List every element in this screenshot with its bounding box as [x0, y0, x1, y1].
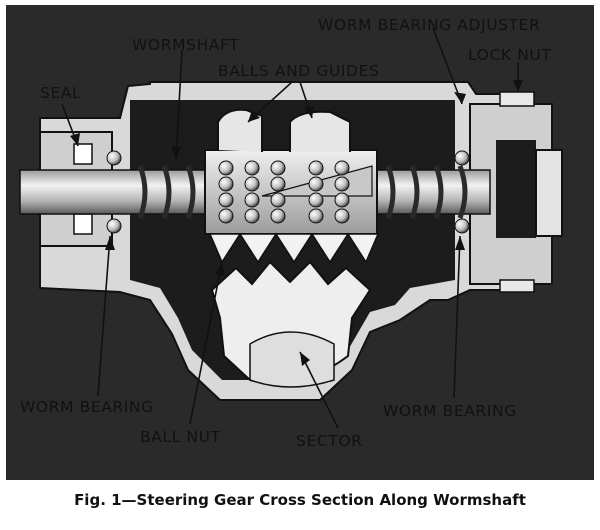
- ball-nut-balls: [218, 160, 350, 224]
- ball: [270, 176, 286, 192]
- ball-guide-right: [289, 110, 351, 152]
- figure-caption: Fig. 1—Steering Gear Cross Section Along…: [74, 491, 526, 509]
- seal: [73, 143, 93, 165]
- leader-arrowheads: [70, 80, 523, 366]
- ball: [244, 176, 260, 192]
- ball: [334, 176, 350, 192]
- seal-lower: [73, 213, 93, 235]
- ball: [244, 192, 260, 208]
- ball: [218, 160, 234, 176]
- label-seal: SEAL: [40, 84, 82, 102]
- label-wormshaft: WORMSHAFT: [132, 36, 240, 54]
- sector-shaft: [249, 331, 335, 388]
- label-worm-bearing-right: WORM BEARING: [383, 402, 517, 420]
- ball: [270, 160, 286, 176]
- ball: [244, 160, 260, 176]
- ball-nut-teeth: [208, 232, 380, 264]
- worm-threads: [137, 165, 468, 219]
- ball: [218, 192, 234, 208]
- ball: [334, 160, 350, 176]
- ball: [244, 208, 260, 224]
- lock-nut-lower: [499, 279, 535, 293]
- label-balls-and-guides: BALLS AND GUIDES: [218, 62, 380, 80]
- label-worm-bearing-adjuster: WORM BEARING ADJUSTER: [318, 16, 541, 34]
- ball: [308, 208, 324, 224]
- label-worm-bearing-left: WORM BEARING: [20, 398, 154, 416]
- ball: [270, 208, 286, 224]
- adjuster-bore: [496, 140, 536, 238]
- lock-nut: [499, 91, 535, 107]
- label-ball-nut: BALL NUT: [140, 428, 221, 446]
- worm-bearing-balls: [106, 150, 470, 234]
- ball: [308, 160, 324, 176]
- ball: [218, 176, 234, 192]
- adjuster-cap: [535, 149, 563, 237]
- ball: [308, 192, 324, 208]
- caption-panel: [0, 480, 600, 530]
- label-lock-nut: LOCK NUT: [468, 46, 552, 64]
- ball: [308, 176, 324, 192]
- ball: [334, 208, 350, 224]
- ball: [270, 192, 286, 208]
- ball: [334, 192, 350, 208]
- ball: [218, 208, 234, 224]
- label-sector: SECTOR: [296, 432, 363, 450]
